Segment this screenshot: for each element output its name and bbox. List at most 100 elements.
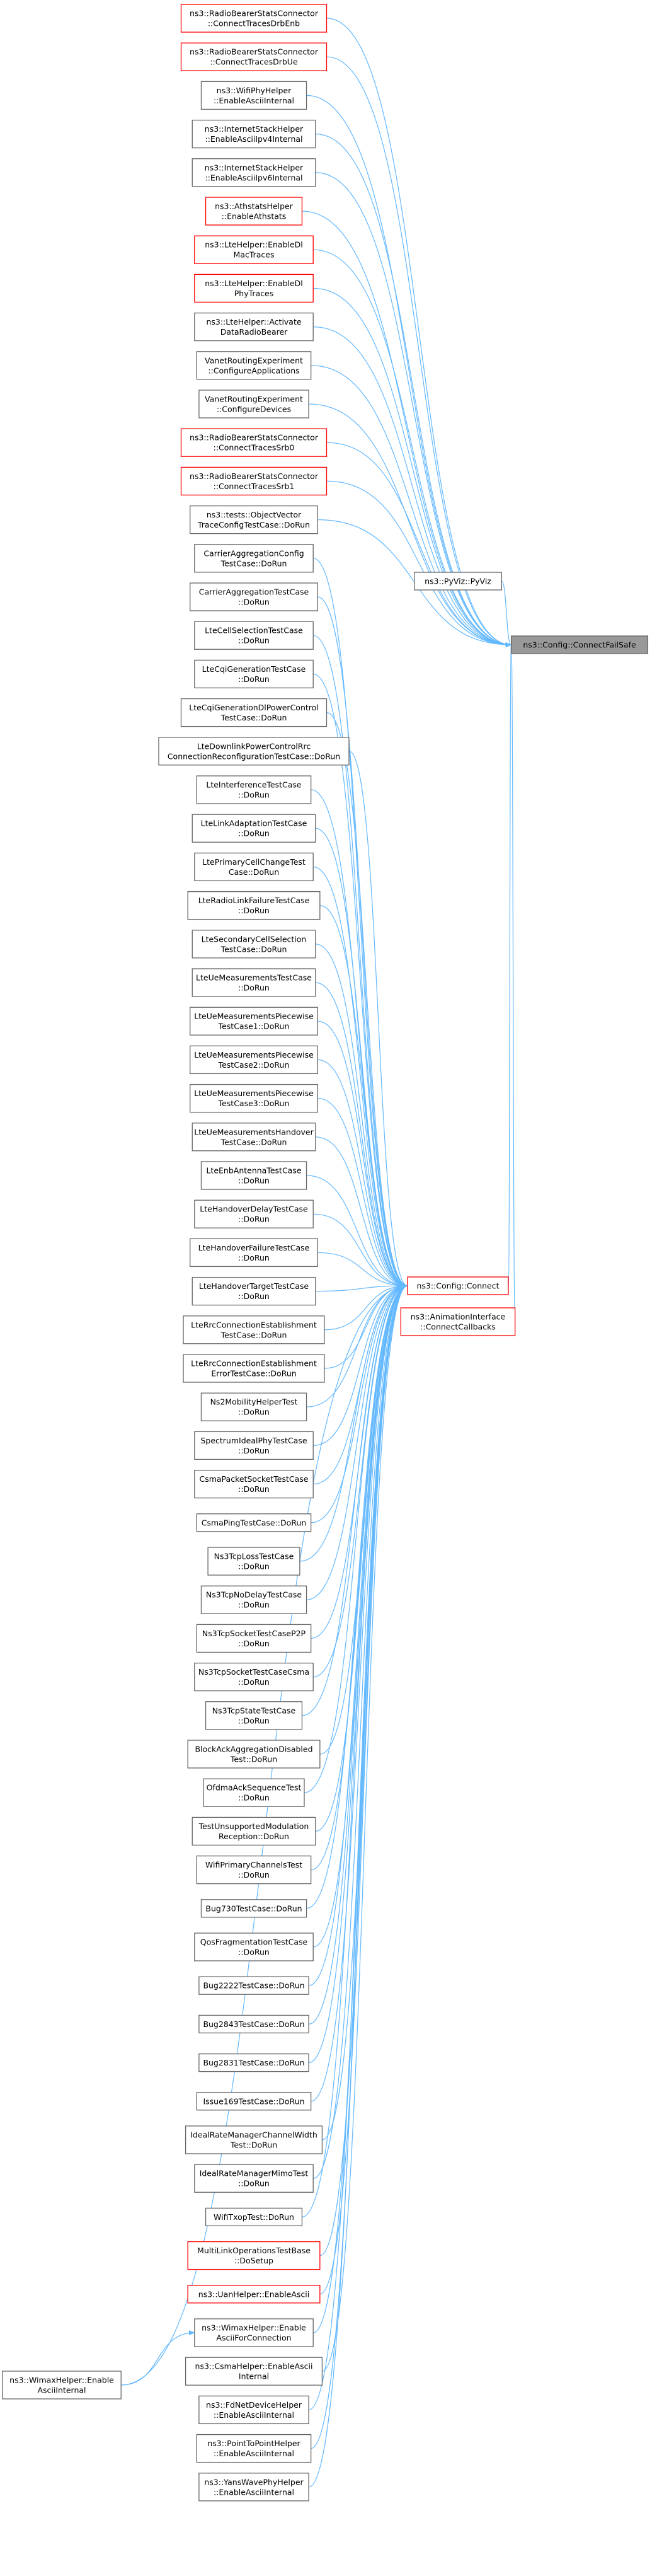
node-rrcesterr[interactable]: LteRrcConnectionEstablishmentErrorTestCa… bbox=[183, 1354, 325, 1383]
edge-animcallbacks-to-configfailsafe bbox=[510, 644, 518, 1322]
node-issue169[interactable]: Issue169TestCase::DoRun bbox=[196, 2092, 312, 2111]
node-piece1[interactable]: LteUeMeasurementsPiecewiseTestCase1::DoR… bbox=[190, 1007, 318, 1036]
node-label: ns3::LteHelper::Activate bbox=[206, 317, 301, 326]
node-ns3tcpnodelay[interactable]: Ns3TcpNoDelayTestCase::DoRun bbox=[200, 1585, 307, 1614]
node-label: ::EnableAsciiInternal bbox=[214, 2449, 294, 2458]
node-label: LteHandoverDelayTestCase bbox=[200, 1204, 308, 1214]
node-label: ns3::RadioBearerStatsConnector bbox=[190, 47, 319, 57]
node-ns3tcpstate[interactable]: Ns3TcpStateTestCase::DoRun bbox=[205, 1701, 303, 1730]
node-unsupported[interactable]: TestUnsupportedModulationReception::DoRu… bbox=[191, 1816, 316, 1846]
node-csma-ascii[interactable]: ns3::CsmaHelper::EnableAsciiInternal bbox=[185, 2357, 323, 2386]
node-inet-ipv6[interactable]: ns3::InternetStackHelper::EnableAsciiIpv… bbox=[191, 158, 316, 187]
edge-linkadapt-to-configconnect bbox=[315, 828, 408, 1288]
node-label: ::DoRun bbox=[238, 829, 270, 838]
node-label: CarrierAggregationConfig bbox=[203, 548, 304, 558]
node-hodelay[interactable]: LteHandoverDelayTestCase::DoRun bbox=[194, 1199, 314, 1228]
node-label: Ns3TcpLossTestCase bbox=[214, 1551, 294, 1561]
node-box bbox=[196, 2434, 312, 2463]
node-wifiphy-ascii[interactable]: ns3::WifiPhyHelper::EnableAsciiInternal bbox=[200, 81, 307, 110]
node-box bbox=[183, 1315, 325, 1344]
node-vanet-apps[interactable]: VanetRoutingExperiment::ConfigureApplica… bbox=[196, 351, 312, 380]
node-bug2222[interactable]: Bug2222TestCase::DoRun bbox=[198, 1976, 309, 1995]
node-box bbox=[194, 235, 314, 264]
node-spectrum[interactable]: SpectrumIdealPhyTestCase::DoRun bbox=[194, 1431, 314, 1460]
node-inet-ipv4[interactable]: ns3::InternetStackHelper::EnableAsciiIpv… bbox=[191, 119, 316, 149]
node-cqidl[interactable]: LteCqiGenerationDlPowerControlTestCase::… bbox=[180, 698, 328, 727]
node-hotarget[interactable]: LteHandoverTargetTestCase::DoRun bbox=[191, 1276, 316, 1306]
node-label: Reception::DoRun bbox=[219, 1832, 289, 1841]
node-ofdma[interactable]: OfdmaAckSequenceTest::DoRun bbox=[203, 1778, 305, 1807]
node-linkadapt[interactable]: LteLinkAdaptationTestCase::DoRun bbox=[191, 814, 316, 843]
node-label: ns3::WifiPhyHelper bbox=[217, 86, 292, 95]
edge-spectrum-to-configconnect bbox=[313, 1283, 408, 1446]
node-cellsel[interactable]: LteCellSelectionTestCase::DoRun bbox=[194, 621, 314, 650]
node-configconnect[interactable]: ns3::Config::Connect bbox=[407, 1276, 509, 1295]
node-wimax-conn[interactable]: ns3::WimaxHelper::EnableAsciiForConnecti… bbox=[194, 2318, 314, 2347]
node-athstats[interactable]: ns3::AthstatsHelper::EnableAthstats bbox=[205, 197, 303, 226]
node-interf[interactable]: LteInterferenceTestCase::DoRun bbox=[196, 775, 312, 804]
node-label: ns3::WimaxHelper::Enable bbox=[202, 2323, 306, 2332]
node-label: TestCase2::DoRun bbox=[218, 1060, 290, 1070]
node-wifitxop[interactable]: WifiTxopTest::DoRun bbox=[205, 2207, 303, 2227]
node-bug2843[interactable]: Bug2843TestCase::DoRun bbox=[198, 2014, 309, 2034]
node-csmaping[interactable]: CsmaPingTestCase::DoRun bbox=[196, 1513, 312, 1532]
node-label: ::DoRun bbox=[238, 597, 270, 606]
node-multilink[interactable]: MultiLinkOperationsTestBase::DoSetup bbox=[187, 2241, 321, 2270]
node-box bbox=[196, 2092, 312, 2111]
node-label: ::DoRun bbox=[238, 1253, 270, 1262]
node-rb-drbenb[interactable]: ns3::RadioBearerStatsConnector::ConnectT… bbox=[180, 4, 328, 33]
node-vanet-devices[interactable]: VanetRoutingExperiment::ConfigureDevices bbox=[198, 390, 309, 419]
node-rb-drbue[interactable]: ns3::RadioBearerStatsConnector::ConnectT… bbox=[180, 42, 328, 71]
node-yans-ascii[interactable]: ns3::YansWavePhyHelper::EnableAsciiInter… bbox=[198, 2473, 309, 2502]
node-idealmimo[interactable]: IdealRateManagerMimoTest::DoRun bbox=[194, 2164, 314, 2193]
node-piece2[interactable]: LteUeMeasurementsPiecewiseTestCase2::DoR… bbox=[190, 1045, 318, 1075]
node-bug2831[interactable]: Bug2831TestCase::DoRun bbox=[198, 2053, 309, 2072]
node-label: ::DoRun bbox=[238, 1677, 270, 1687]
node-label: ::DoRun bbox=[238, 983, 270, 992]
node-qosfrag[interactable]: QosFragmentationTestCase::DoRun bbox=[194, 1932, 314, 1961]
node-label: TestUnsupportedModulation bbox=[198, 1822, 309, 1831]
edge-multilink-to-configconnect bbox=[319, 1283, 408, 2256]
node-piece3[interactable]: LteUeMeasurementsPiecewiseTestCase3::DoR… bbox=[190, 1083, 318, 1113]
node-rlf[interactable]: LteRadioLinkFailureTestCase::DoRun bbox=[187, 891, 321, 920]
node-label: ns3::YansWavePhyHelper bbox=[204, 2477, 304, 2486]
node-rb-srb0[interactable]: ns3::RadioBearerStatsConnector::ConnectT… bbox=[180, 428, 328, 457]
node-ns2mob[interactable]: Ns2MobilityHelperTest::DoRun bbox=[200, 1392, 307, 1421]
node-rb-srb1[interactable]: ns3::RadioBearerStatsConnector::ConnectT… bbox=[180, 466, 328, 496]
node-ns3tcpp2p[interactable]: Ns3TcpSocketTestCaseP2P::DoRun bbox=[196, 1624, 312, 1653]
node-carrier[interactable]: CarrierAggregationTestCase::DoRun bbox=[190, 582, 318, 611]
node-ns3tcploss[interactable]: Ns3TcpLossTestCase::DoRun bbox=[207, 1547, 300, 1576]
node-fdnet-ascii[interactable]: ns3::FdNetDeviceHelper::EnableAsciiInter… bbox=[198, 2395, 309, 2425]
node-pyviz[interactable]: ns3::PyViz::PyViz bbox=[414, 572, 503, 591]
node-p2p-ascii[interactable]: ns3::PointToPointHelper::EnableAsciiInte… bbox=[196, 2434, 312, 2463]
node-label: ::ConnectTracesSrb1 bbox=[214, 482, 295, 491]
node-ns3tcpcsma[interactable]: Ns3TcpSocketTestCaseCsma::DoRun bbox=[194, 1662, 314, 1692]
node-rrcest[interactable]: LteRrcConnectionEstablishmentTestCase::D… bbox=[183, 1315, 325, 1344]
node-label: LteUeMeasurementsHandover bbox=[194, 1127, 314, 1136]
node-uemeas[interactable]: LteUeMeasurementsTestCase::DoRun bbox=[191, 968, 316, 997]
node-objvector[interactable]: ns3::tests::ObjectVectorTraceConfigTestC… bbox=[190, 505, 318, 534]
node-wimax-internal[interactable]: ns3::WimaxHelper::EnableAsciiInternal bbox=[2, 2371, 122, 2400]
node-label: IdealRateManagerMimoTest bbox=[200, 2169, 309, 2178]
node-bug730[interactable]: Bug730TestCase::DoRun bbox=[200, 1899, 307, 1918]
node-wifiprimary[interactable]: WifiPrimaryChannelsTest::DoRun bbox=[196, 1855, 312, 1885]
node-animcallbacks[interactable]: ns3::AnimationInterface::ConnectCallback… bbox=[400, 1307, 516, 1336]
node-cqigen[interactable]: LteCqiGenerationTestCase::DoRun bbox=[194, 659, 314, 689]
node-enbant[interactable]: LteEnbAntennaTestCase::DoRun bbox=[200, 1161, 307, 1190]
target-node[interactable]: ns3::Config::ConnectFailSafe bbox=[510, 635, 649, 654]
node-box bbox=[2, 2371, 122, 2400]
node-uanascii[interactable]: ns3::UanHelper::EnableAscii bbox=[187, 2285, 321, 2304]
node-dlpower[interactable]: LteDownlinkPowerControlRrcConnectionReco… bbox=[158, 737, 350, 766]
node-csmapacket[interactable]: CsmaPacketSocketTestCase::DoRun bbox=[194, 1469, 314, 1499]
node-box bbox=[191, 930, 316, 959]
node-hofail[interactable]: LteHandoverFailureTestCase::DoRun bbox=[190, 1238, 318, 1268]
